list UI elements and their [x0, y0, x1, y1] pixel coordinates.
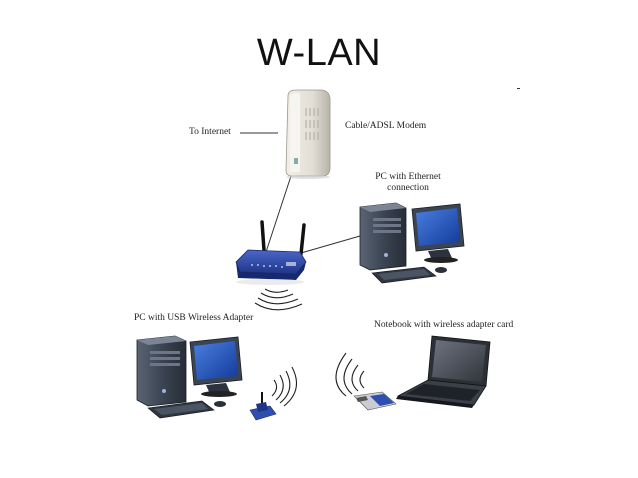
router-pc-cable	[300, 235, 361, 254]
wireless-router-icon	[235, 220, 307, 285]
modem-router-cable	[265, 175, 292, 253]
monitor-icon	[411, 203, 465, 263]
pc-usb-label: PC with USB Wireless Adapter	[134, 313, 254, 323]
keyboard-icon	[147, 400, 215, 419]
desktop-pc-icon	[359, 202, 407, 271]
modem-label: Cable/ADSL Modem	[345, 121, 427, 131]
wireless-signal-icon	[335, 352, 365, 397]
cable-adsl-modem-icon	[285, 89, 331, 179]
desktop-pc-icon	[136, 335, 187, 407]
usb-wireless-adapter-icon	[249, 392, 277, 421]
mouse-icon	[435, 267, 447, 273]
mouse-icon	[214, 401, 226, 407]
notebook-label: Notebook with wireless adapter card	[374, 320, 514, 330]
notebook-icon	[396, 335, 491, 408]
slide-title: W-LAN	[256, 32, 382, 74]
pcmcia-card-icon	[353, 391, 397, 411]
connection-lines	[240, 132, 361, 254]
monitor-icon	[189, 336, 243, 397]
wireless-signal-icon	[271, 366, 298, 407]
pc-ethernet-label: PC with Ethernet connection	[375, 172, 441, 193]
keyboard-icon	[371, 266, 437, 284]
stray-mark	[517, 88, 520, 89]
wireless-signal-icon	[254, 288, 303, 311]
to-internet-label: To Internet	[189, 127, 231, 137]
